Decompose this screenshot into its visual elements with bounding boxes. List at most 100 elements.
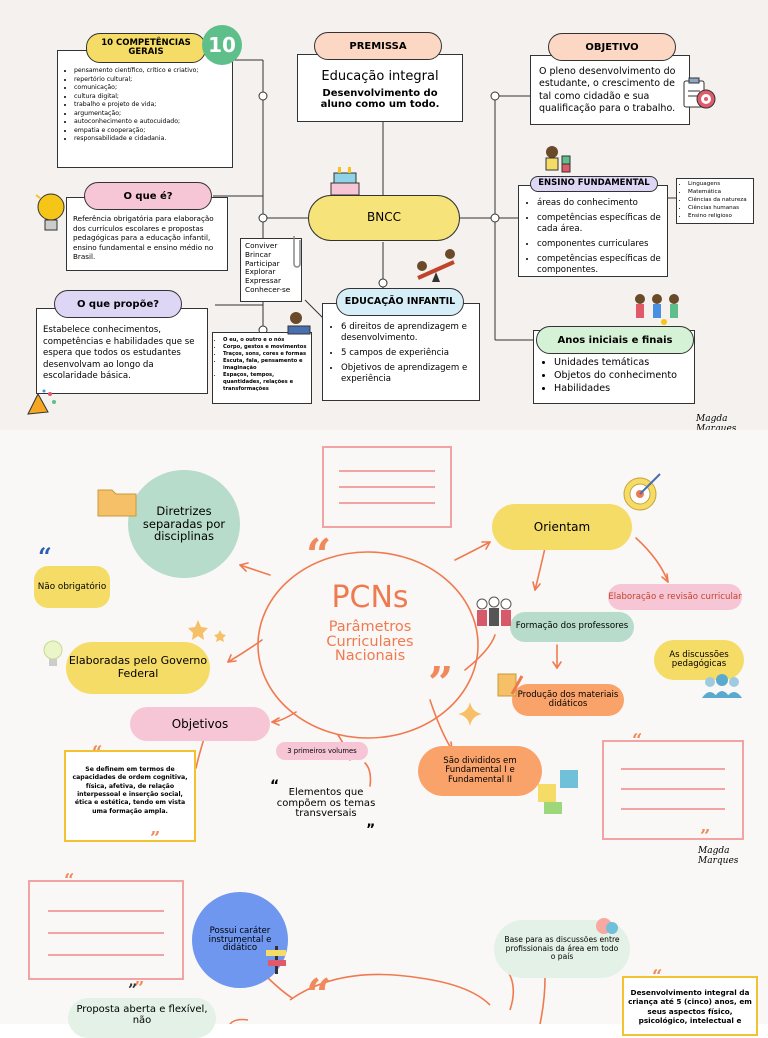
quote-close-icon: ” [428,658,454,709]
ensino-fundamental-box: áreas do conhecimento competências espec… [518,185,668,277]
quote-icon: ” [700,826,711,847]
clipboard-target-icon [683,77,716,109]
objetivo-box: O pleno desenvolvimento do estudante, o … [530,55,690,125]
pcns-section: Diretrizes separadas por disciplinas Não… [0,430,768,1024]
pcns-arrows [195,537,669,787]
puzzle-icon [538,770,578,814]
signpost-icon [266,946,286,974]
signature: Magda Marques [698,846,739,866]
verbo: Brincar [245,249,272,259]
area-item: Ciências da natureza [688,196,750,204]
note-card-decoration [28,880,184,980]
objetivo-title: OBJETIVO [548,33,676,61]
competencia-item: trabalho e projeto de vida; [74,101,226,110]
competencia-item: autoconhecimento e autocuidado; [74,118,226,127]
verbo: Conviver [245,241,278,250]
child-blocks-icon [545,146,571,173]
note-line [339,486,435,488]
note-line [48,910,164,912]
anos-item: Unidades temáticas [554,357,688,370]
pcns-subtitle: Parâmetros Curriculares Nacionais [326,619,414,664]
nao-obrigatorio-blob: Não obrigatório [34,566,110,608]
campo-item: Corpo, gestos e movimentos [223,344,308,351]
lightbulb-icon [43,640,63,666]
note-line [620,808,726,810]
third-section: “ ” Possui caráter instrumental e didáti… [0,870,768,1038]
campo-item: O eu, o outro e o nós [223,337,308,344]
quote-icon: ” [128,980,138,999]
ten-badge: 10 [202,25,242,65]
note-line [339,502,435,504]
chat-bubble-icon [596,918,618,934]
competencia-item: pensamento científico, crítico e criativ… [74,67,226,76]
children-playing-icon [635,294,679,325]
oque-propoe-box: Estabelece conhecimentos, competências e… [36,308,208,394]
quote-icon: ” [150,828,161,849]
elementos-text: Elementos que compõem os temas transvers… [276,787,376,819]
area-item: Linguagens [688,180,750,188]
ef-item: componentes curriculares [537,239,661,250]
note-line [48,954,164,956]
sparkle-icon [458,702,482,726]
verbo: Participar [245,258,280,268]
oque-e-title: O que é? [84,182,212,210]
oque-propoe-text: Estabelece conhecimentos, competências e… [43,325,195,382]
seesaw-icon [417,249,455,282]
child-desk-icon [287,312,311,335]
stars-icon [188,620,226,642]
formacao-blob: Formação dos professores [510,612,634,642]
volumes-blob: 3 primeiros volumes [276,742,368,760]
cake-icon [330,167,360,196]
note-line [48,932,164,934]
ei-item: 5 campos de experiência [341,348,473,359]
discussoes-blob: As discussões pedagógicas [654,640,744,680]
proposta-blob: Proposta aberta e flexível, não [68,998,216,1038]
competencia-item: empatia e cooperação; [74,127,226,136]
objetivos-text: Se definem em termos de capacidades de o… [72,766,188,815]
area-item: Matemática [688,188,750,196]
competencia-item: repertório cultural; [74,76,226,85]
folder-icon [97,489,137,517]
competencias-title: 10 COMPETÊNCIAS GERAIS [86,33,206,63]
desenvolvimento-box: Desenvolvimento integral da criança até … [622,976,758,1036]
producao-blob: Produção dos materiais didáticos [512,684,624,716]
competencia-item: responsabilidade e cidadania. [74,135,226,144]
area-item: Ciências humanas [688,204,750,212]
anos-item: Objetos do conhecimento [554,370,688,383]
diretrizes-blob: Diretrizes separadas por disciplinas [128,470,240,578]
ef-item: competências específicas de componentes. [537,254,661,276]
note-line [620,788,726,790]
quote-icon: “ [92,742,103,763]
note-line [339,470,435,472]
campo-item: Traços, sons, cores e formas [223,351,308,358]
educacao-infantil-title: EDUCAÇÃO INFANTIL [336,288,464,316]
objetivos-text-box: Se definem em termos de capacidades de o… [64,750,196,842]
divididos-blob: São divididos em Fundamental I e Fundame… [418,746,542,796]
bncc-center: BNCC [308,195,460,241]
competencia-item: cultura digital; [74,93,226,102]
notebook-pencil-icon [497,673,524,697]
ensino-fundamental-title: ENSINO FUNDAMENTAL [530,176,658,192]
objetivos-blob: Objetivos [130,707,270,741]
carater-blob: Possui caráter instrumental e didático [192,892,288,988]
note-card-decoration [602,740,744,840]
campos-box: O eu, o outro e o nós Corpo, gestos e mo… [212,332,312,404]
bncc-section: pensamento científico, crítico e criativ… [0,0,768,434]
campo-item: Escuta, fala, pensamento e imaginação [223,358,308,372]
quote-open-icon: “ [306,530,332,581]
note-card-decoration [322,446,452,528]
verbo: Expressar [245,276,281,285]
ei-item: 6 direitos de aprendizagem e desenvolvim… [341,322,473,344]
premissa-line1: Educação integral [321,69,439,84]
oque-e-text: Referência obrigatória para elaboração d… [73,214,214,261]
pcns-title: PCNs [331,580,409,615]
verbos-box: Conviver Brincar Participar Explorar Exp… [240,238,302,302]
quote-icon: “ [632,730,643,751]
objetivo-text: O pleno desenvolvimento do estudante, o … [539,66,676,115]
premissa-box: Educação integral Desenvolvimento do alu… [297,54,463,122]
quote-icon: ” [366,822,376,838]
area-item: Ensino religioso [688,212,750,220]
premissa-title: PREMISSA [314,32,442,60]
quote-icon: “ [38,542,52,571]
competencia-item: comunicação; [74,84,226,93]
